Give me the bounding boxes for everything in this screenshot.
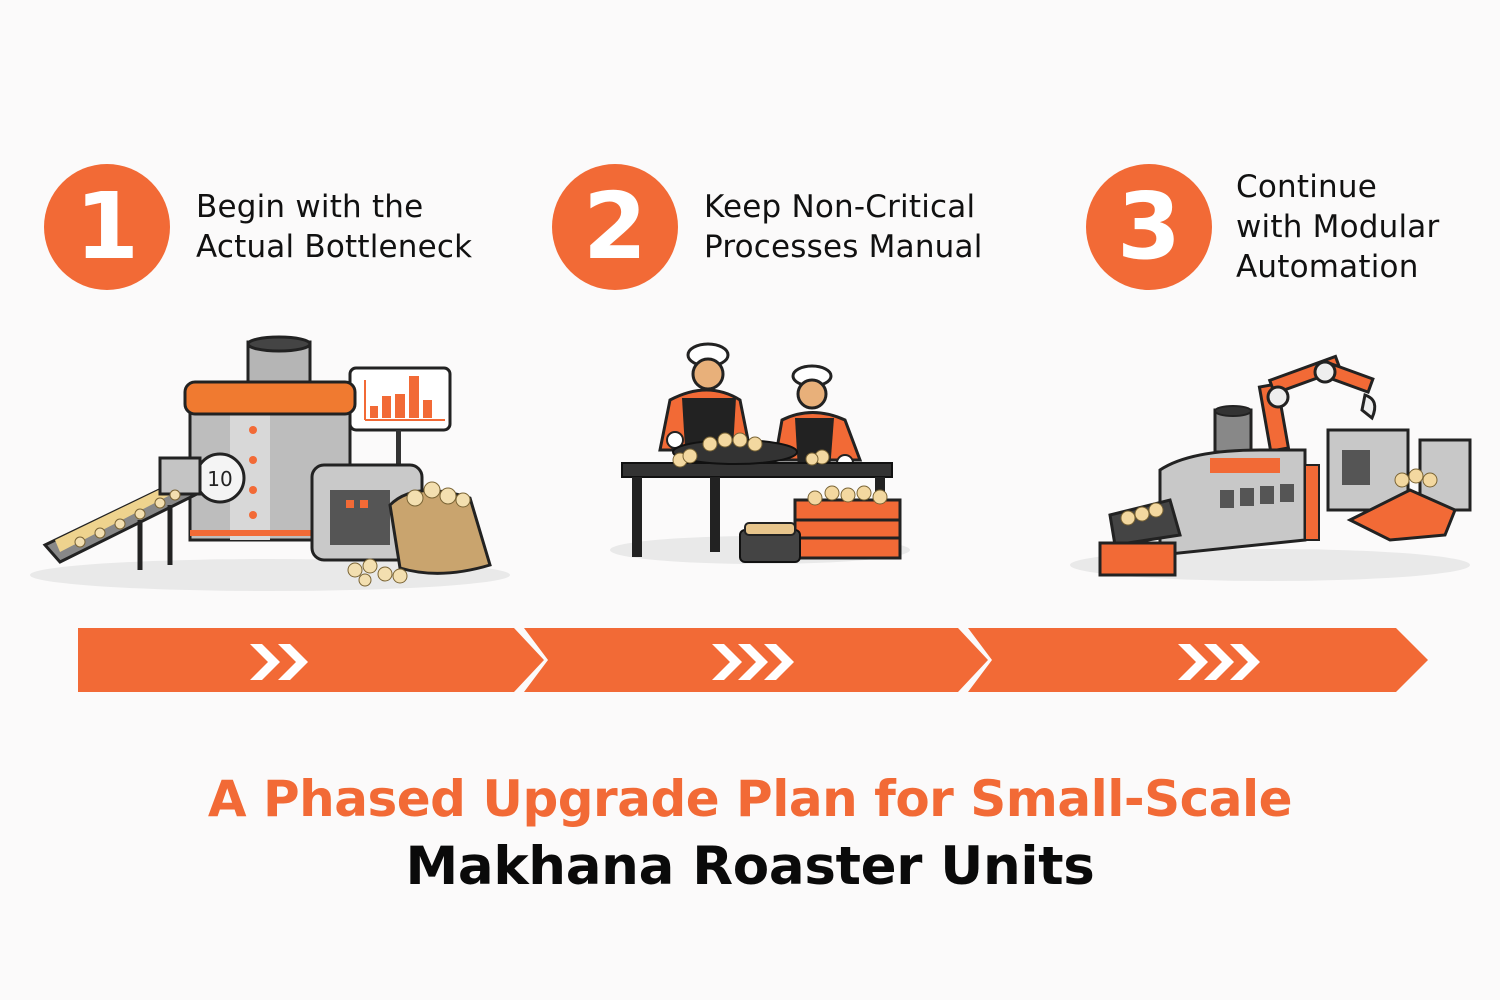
bar-chart-board-icon bbox=[348, 366, 452, 465]
step-number-badge: 1 bbox=[44, 164, 170, 290]
step-number: 2 bbox=[582, 173, 647, 280]
step-label: Continue with Modular Automation bbox=[1236, 169, 1440, 285]
step-label: Begin with the Actual Bottleneck bbox=[196, 189, 473, 265]
svg-text:10: 10 bbox=[207, 467, 232, 491]
robotic-automation-line-illustration bbox=[1060, 340, 1480, 590]
worker-2-icon bbox=[773, 364, 863, 472]
title-line-1: A Phased Upgrade Plan for Small-Scale bbox=[207, 770, 1293, 828]
step-1: 1 Begin with the Actual Bottleneck bbox=[44, 164, 472, 290]
step-3: 3 Continue with Modular Automation bbox=[1086, 164, 1439, 290]
step-number-badge: 3 bbox=[1086, 164, 1212, 290]
robotic-arm-icon bbox=[1257, 354, 1377, 453]
title-line-2: Makhana Roaster Units bbox=[405, 836, 1095, 897]
triple-chevron-right-icon bbox=[1178, 644, 1260, 680]
progress-segment-1 bbox=[78, 628, 544, 692]
roaster-machine-with-chart-illustration: 10 bbox=[20, 330, 520, 600]
double-chevron-right-icon bbox=[250, 644, 308, 680]
step-number: 3 bbox=[1116, 173, 1181, 280]
two-workers-manual-sorting-illustration bbox=[590, 330, 920, 580]
progress-arrow-bar bbox=[0, 600, 1500, 710]
triple-chevron-right-icon bbox=[712, 644, 794, 680]
step-number: 1 bbox=[74, 173, 139, 280]
step-number-badge: 2 bbox=[552, 164, 678, 290]
step-2: 2 Keep Non-Critical Processes Manual bbox=[552, 164, 983, 290]
step-label: Keep Non-Critical Processes Manual bbox=[704, 189, 983, 265]
